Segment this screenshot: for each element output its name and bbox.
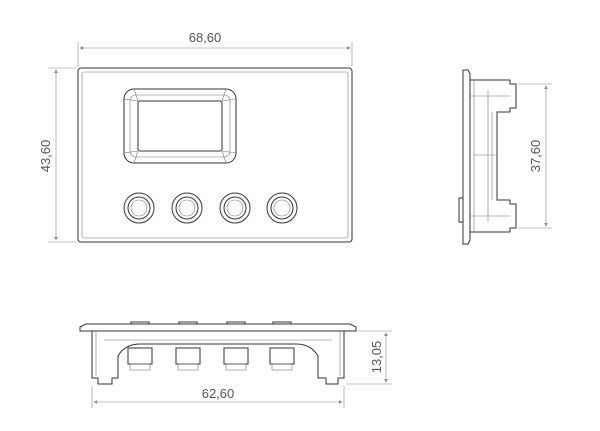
button-1 bbox=[123, 192, 155, 224]
side-body bbox=[470, 79, 517, 233]
bottom-view: 13,05 62,60 bbox=[79, 321, 392, 408]
side-plate bbox=[462, 69, 471, 245]
dim-front-width-label: 68,60 bbox=[189, 30, 222, 45]
button-3 bbox=[219, 192, 251, 224]
dim-bottom-depth-label: 13,05 bbox=[369, 341, 384, 374]
bottom-button-bodies bbox=[127, 347, 295, 371]
display-window bbox=[123, 88, 237, 164]
front-view: 68,60 43,60 bbox=[38, 30, 353, 243]
dim-front-height-label: 43,60 bbox=[38, 140, 53, 173]
bottom-body bbox=[91, 331, 345, 385]
side-view: 37,60 bbox=[458, 69, 552, 245]
bottom-button-caps bbox=[130, 321, 292, 325]
button-4 bbox=[266, 192, 298, 224]
dim-bottom-depth: 13,05 bbox=[346, 330, 392, 385]
dim-bottom-width-label: 62,60 bbox=[202, 386, 235, 401]
bottom-plate bbox=[79, 323, 357, 332]
front-plate-outline bbox=[77, 67, 353, 243]
dim-side-height: 37,60 bbox=[518, 83, 552, 229]
front-plate-inner-edge bbox=[81, 71, 349, 239]
dim-bottom-width: 62,60 bbox=[91, 386, 345, 408]
dim-side-height-label: 37,60 bbox=[528, 140, 543, 173]
button-2 bbox=[171, 192, 203, 224]
dim-front-width: 68,60 bbox=[77, 30, 353, 66]
front-buttons bbox=[123, 192, 298, 224]
dim-front-height: 43,60 bbox=[38, 67, 76, 243]
